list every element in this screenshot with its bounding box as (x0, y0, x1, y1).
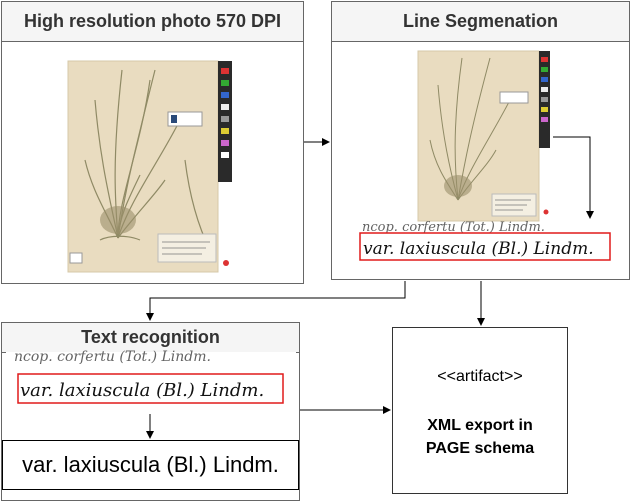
herbarium-photo-small (417, 50, 550, 222)
artifact-name-line2: PAGE schema (425, 440, 535, 457)
recognition-highlight (17, 373, 284, 404)
artifact-name: XML export in PAGE schema (403, 414, 557, 460)
photo-panel-title: High resolution photo 570 DPI (2, 2, 303, 42)
svg-text:var. laxiuscula (Bl.) Lindm.: var. laxiuscula (Bl.) Lindm. (363, 239, 594, 259)
artifact-stereotype: <<artifact>> (437, 368, 523, 385)
svg-text:ncop. corfertu (Tot.) Lindm.: ncop. corfertu (Tot.) Lindm. (362, 220, 545, 235)
recognition-line-crop: ncop. corfertu (Tot.) Lindm. var. laxius… (6, 349, 296, 406)
svg-text:var. laxiuscula (Bl.) Lindm.: var. laxiuscula (Bl.) Lindm. (20, 380, 264, 401)
arrow-to-line-crop (553, 136, 594, 219)
artifact-name-line1: XML export in (427, 417, 533, 434)
arrow-segmentation-to-recognition (146, 281, 406, 321)
segmented-line-crop: ncop. corfertu (Tot.) Lindm. var. laxius… (356, 220, 620, 272)
segmentation-panel-title: Line Segmenation (332, 2, 629, 42)
connectors (146, 136, 594, 439)
recognized-text-box: var. laxiuscula (Bl.) Lindm. (2, 440, 299, 490)
line-highlight (359, 232, 611, 261)
artifact-box: <<artifact>> XML export in PAGE schema (392, 327, 568, 494)
svg-text:ncop. corfertu (Tot.) Lindm.: ncop. corfertu (Tot.) Lindm. (14, 349, 211, 365)
herbarium-photo (67, 60, 232, 273)
recognized-text: var. laxiuscula (Bl.) Lindm. (22, 452, 279, 477)
